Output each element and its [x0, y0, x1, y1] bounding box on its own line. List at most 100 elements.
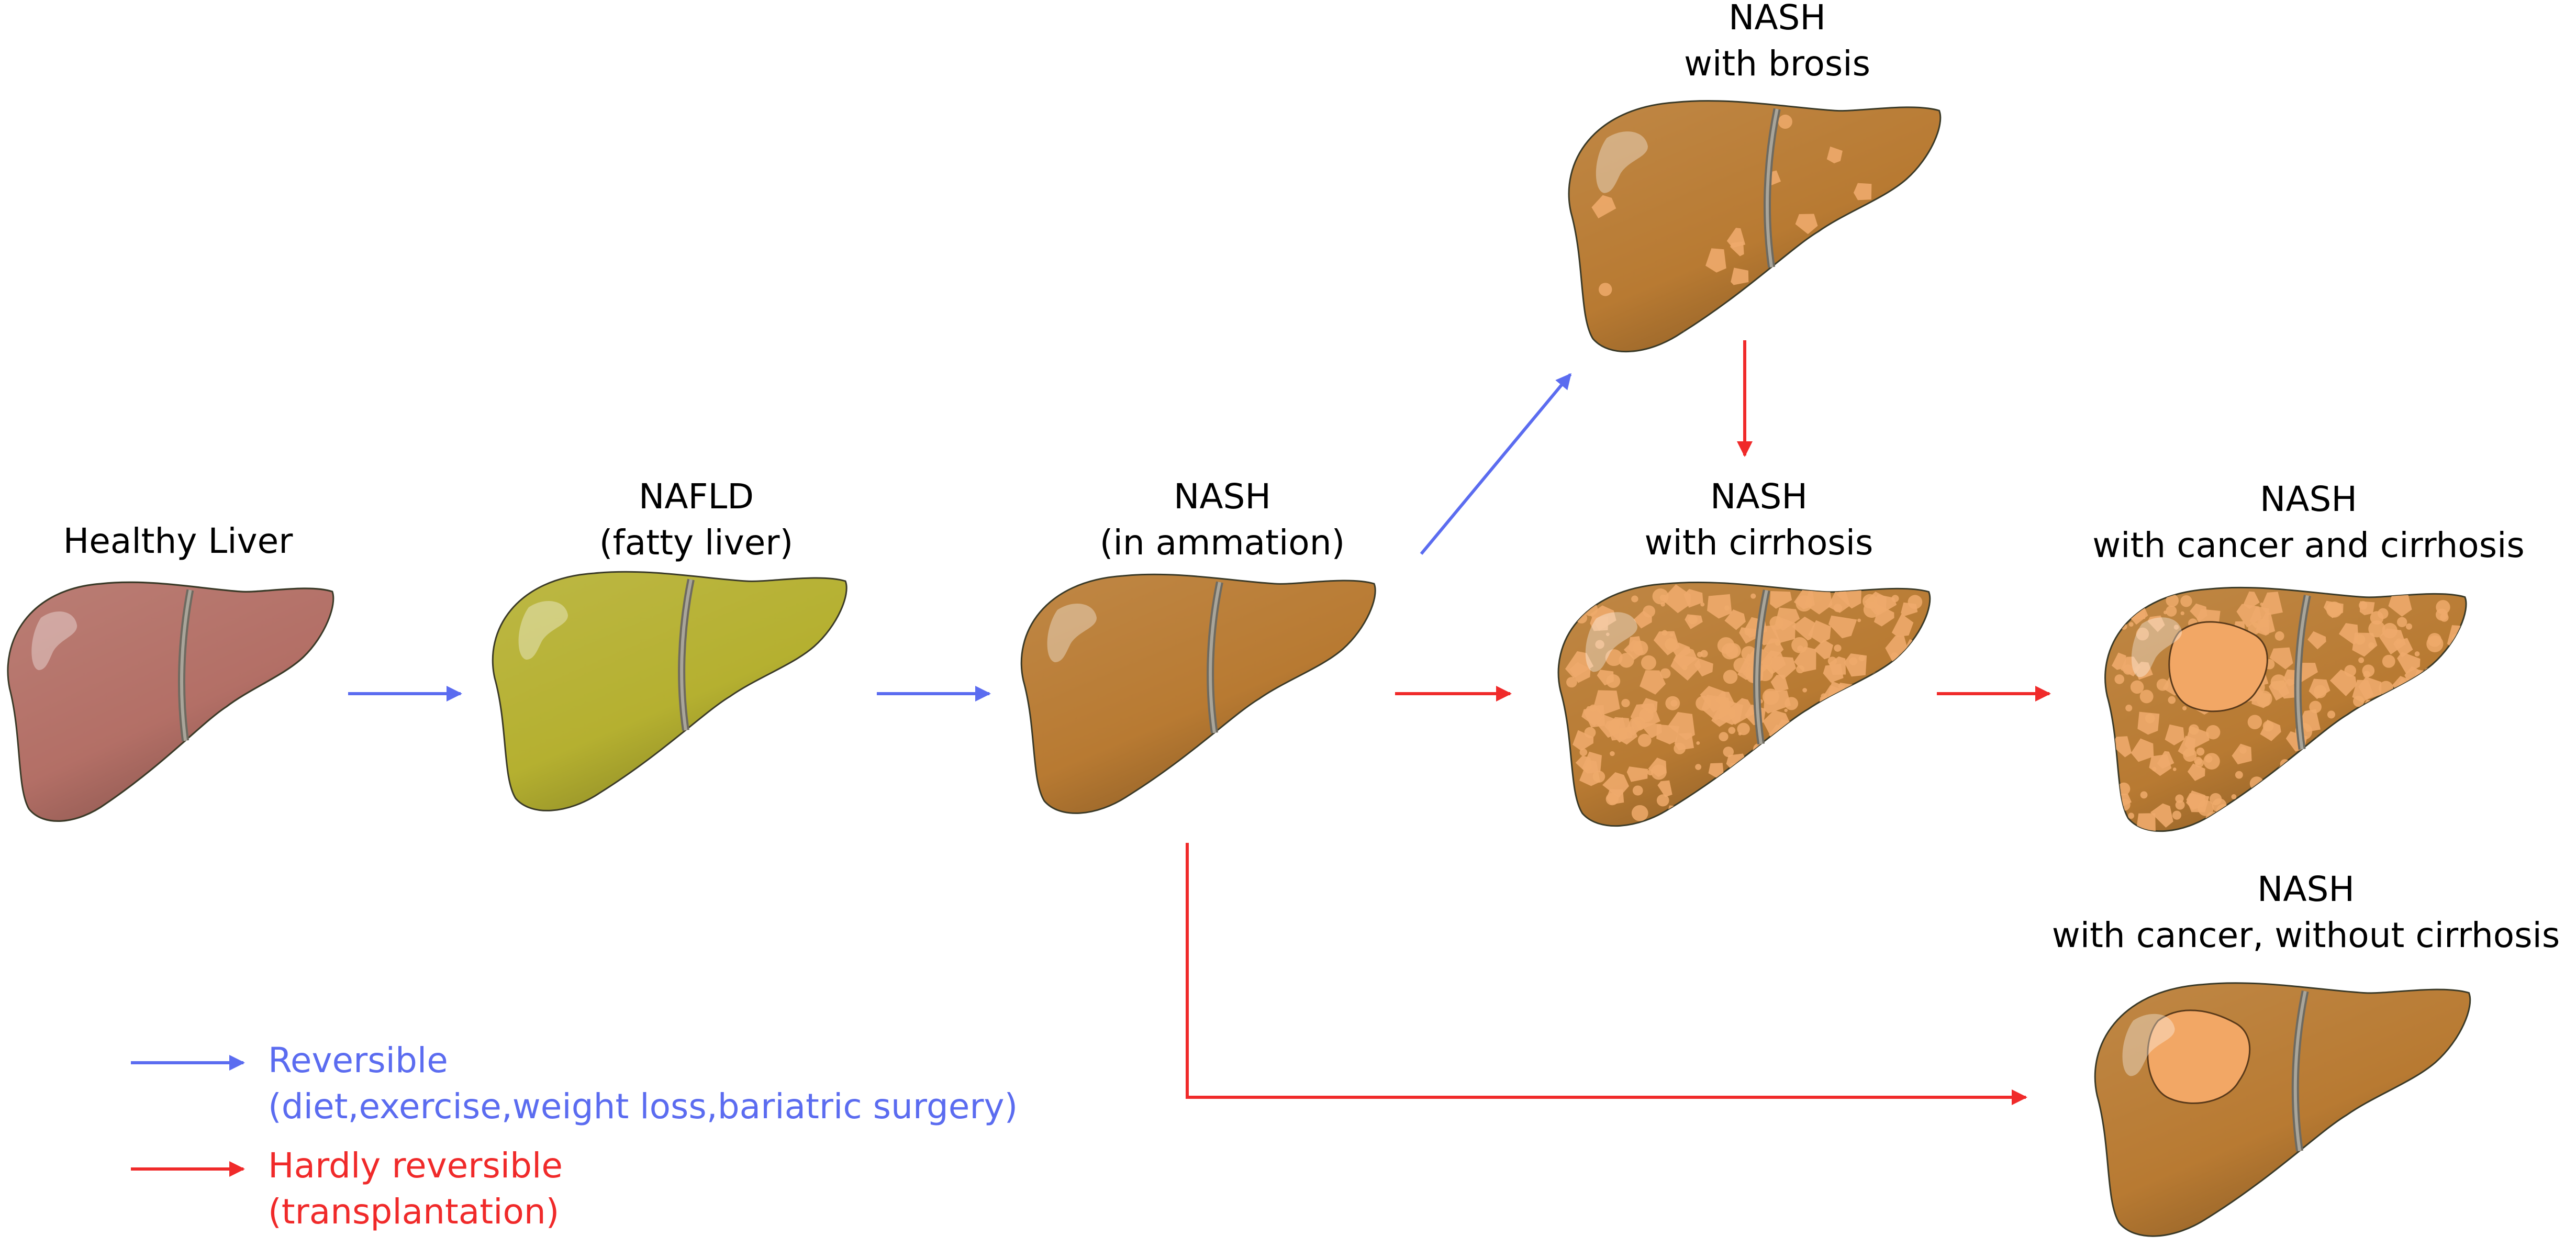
fibrosis-dot [1723, 747, 1734, 758]
fibrosis-dot [2166, 594, 2179, 607]
fibrosis-nodule [1828, 792, 1853, 817]
label-cancer-no-cirrhosis-line2: with cancer, without cirrhosis [2051, 915, 2560, 955]
label-cancer-cirrhosis-line1: NASH [2259, 479, 2358, 519]
fibrosis-nodule [2111, 736, 2132, 758]
fibrosis-dot [2182, 706, 2187, 710]
fibrosis-nodule [2243, 591, 2260, 609]
fibrosis-dot [2316, 816, 2325, 825]
fibrosis-dot [2432, 689, 2444, 702]
fibrosis-dot [2313, 685, 2327, 698]
fibrosis-nodule [2232, 743, 2252, 765]
fibrosis-dot [2270, 674, 2287, 691]
fibrosis-nodule [1759, 781, 1783, 803]
fibrosis-nodule [2269, 647, 2293, 670]
fibrosis-dot [1796, 665, 1804, 674]
fibrosis-nodule [1891, 614, 1914, 637]
fibrosis-nodule [2283, 777, 2301, 794]
fibrosis-nodule [1814, 639, 1834, 660]
fibrosis-nodule [1764, 690, 1791, 714]
fibrosis-nodule [2329, 669, 2357, 696]
fibrosis-dot [2256, 691, 2272, 707]
fibrosis-dot [2130, 680, 2144, 694]
fibrosis-nodule [1630, 703, 1660, 730]
fibrosis-dot [1619, 653, 1634, 668]
fibrosis-dot [2424, 667, 2434, 677]
fibrosis-dot [2339, 776, 2354, 790]
fibrosis-nodule [1871, 594, 1897, 616]
fibrosis-nodule [1593, 690, 1620, 716]
liver-highlight [2131, 617, 2182, 677]
liver-nash-cirrhosis [1557, 581, 1931, 827]
fibrosis-nodule [1872, 756, 1895, 781]
fibrosis-dot [2414, 651, 2420, 656]
fibrosis-dot [1576, 613, 1588, 624]
fibrosis-nodule [1771, 618, 1796, 643]
fibrosis-dot [2404, 798, 2417, 810]
fibrosis-nodule [1882, 749, 1908, 774]
fibrosis-dot [2284, 788, 2298, 801]
fibrosis-dot [1592, 771, 1605, 783]
fibrosis-nodule [1674, 732, 1694, 751]
fibrosis-dot [1605, 649, 1623, 666]
fibrosis-dot [2209, 793, 2222, 806]
fibrosis-dot [2140, 791, 2148, 799]
fibrosis-nodule [1843, 725, 1863, 744]
fibrosis-nodule [1838, 692, 1854, 709]
fibrosis-dot [2194, 756, 2202, 765]
fibrosis-dot [1682, 665, 1688, 671]
fibrosis-nodule [1883, 666, 1901, 685]
fibrosis-dot [1915, 760, 1922, 767]
fibrosis-nodule [1827, 589, 1850, 613]
fibrosis-dot [1759, 784, 1765, 791]
fibrosis-dot [2456, 712, 2461, 717]
fibrosis-nodule [2358, 676, 2382, 700]
fibrosis-dot [1631, 805, 1648, 821]
fibrosis-nodule [1626, 766, 1648, 782]
fibrosis-dot [1916, 641, 1928, 653]
fibrosis-dot [1660, 668, 1671, 679]
fibrosis-nodule [1893, 735, 1924, 763]
fibrosis-nodule [2403, 750, 2428, 777]
fibrosis-nodule [1829, 656, 1846, 675]
label-nash-line1: NASH [1173, 476, 1272, 517]
fibrosis-nodule [2187, 763, 2205, 781]
fibrosis-dot [2204, 755, 2213, 763]
liver-nash-cancer-no-cirrhosis [2094, 982, 2471, 1237]
label-healthy-liver: Healthy Liver [63, 518, 293, 564]
fibrosis-nodule [1672, 642, 1691, 660]
fibrosis-dot [2168, 696, 2176, 704]
fibrosis-dot [2447, 809, 2456, 819]
fibrosis-dot [1724, 605, 1730, 611]
label-fibrosis-line1: NASH [1728, 0, 1826, 38]
fibrosis-nodule [2336, 810, 2355, 829]
fibrosis-dot [1652, 588, 1669, 605]
fibrosis-dot [2175, 800, 2185, 810]
fibrosis-dot [1566, 677, 1577, 688]
fibrosis-nodule [1841, 285, 1861, 306]
fibrosis-dot [2438, 731, 2445, 738]
fibrosis-nodule [1623, 640, 1644, 660]
fibrosis-nodule [1807, 729, 1824, 747]
fibrosis-dot [2405, 623, 2413, 630]
liver-lobe-shape [7, 581, 334, 822]
fibrosis-dot [2357, 797, 2361, 801]
fibrosis-nodule [2433, 692, 2452, 710]
legend-reversible: Reversible (diet,exercise,weight loss,ba… [268, 1038, 1018, 1130]
fibrosis-nodule [1872, 281, 1894, 300]
fibrosis-nodule [1820, 764, 1847, 792]
fibrosis-dot [2316, 810, 2328, 822]
fibrosis-dot [2278, 765, 2287, 775]
fibrosis-nodule [1892, 778, 1909, 798]
fibrosis-dot [1784, 708, 1788, 713]
label-cirrhosis-line1: NASH [1710, 476, 1808, 517]
fibrosis-nodule [2433, 743, 2450, 759]
fibrosis-nodule [1691, 798, 1710, 818]
label-nash-cancer-no-cirrhosis: NASH with cancer, without cirrhosis [2052, 866, 2560, 959]
fibrosis-nodule [1817, 694, 1846, 720]
label-nash-cancer-cirrhosis: NASH with cancer and cirrhosis [2092, 476, 2525, 569]
fibrosis-nodule [1666, 805, 1688, 823]
fibrosis-dot [2364, 726, 2377, 738]
fibrosis-dot [1864, 715, 1868, 719]
fibrosis-nodule [1661, 584, 1691, 614]
fibrosis-nodule [2418, 757, 2441, 781]
